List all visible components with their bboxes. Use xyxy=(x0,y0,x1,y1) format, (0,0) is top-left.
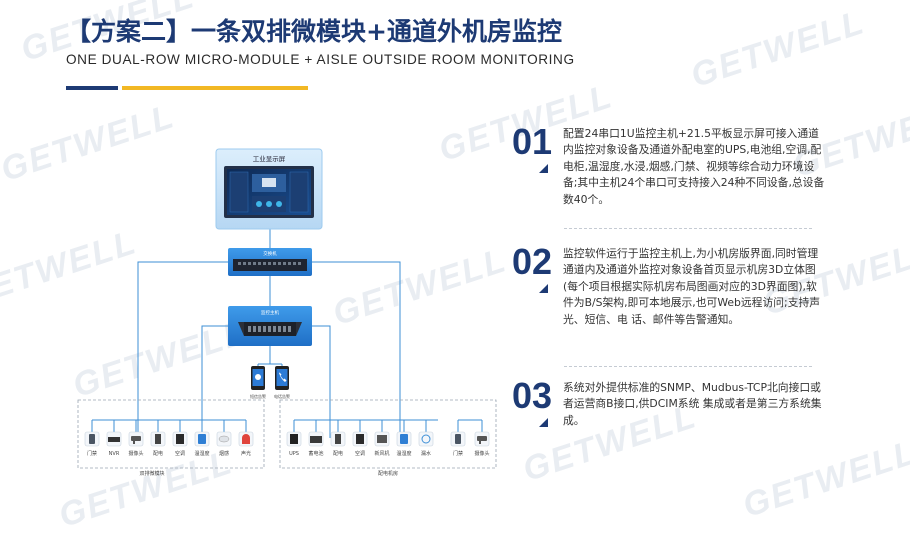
separator xyxy=(564,228,812,229)
svg-text:新风机: 新风机 xyxy=(374,450,389,457)
device-access-control-room: 门禁 xyxy=(450,431,466,457)
device-camera: 摄像头 xyxy=(128,431,144,457)
svg-text:配电: 配电 xyxy=(153,450,163,457)
dual-row-module-label: 双排微模块 xyxy=(139,470,164,477)
svg-text:门禁: 门禁 xyxy=(87,450,97,457)
device-battery: 蓄电池 xyxy=(308,431,324,457)
dual-row-module-group xyxy=(77,399,265,469)
device-camera-room: 摄像头 xyxy=(474,431,490,457)
phone-alarm-label: 电话告警 xyxy=(274,393,290,399)
svg-text:空调: 空调 xyxy=(355,450,365,457)
device-fresh-air-unit: 新风机 xyxy=(374,431,390,457)
device-water-leak-sensor: 漏水 xyxy=(418,431,434,457)
svg-text:NVR: NVR xyxy=(109,451,120,457)
svg-text:UPS: UPS xyxy=(289,451,299,457)
point-number: 03 xyxy=(512,375,553,416)
svg-text:烟感: 烟感 xyxy=(219,450,229,457)
triangle-marker-icon xyxy=(539,284,548,293)
point-text: 系统对外提供标准的SNMP、Mudbus-TCP北向接口或者运营商B接口,供DC… xyxy=(563,381,822,427)
device-air-conditioner-room: 空调 xyxy=(352,431,368,457)
device-smoke-detector: 烟感 xyxy=(216,431,232,457)
svg-text:配电: 配电 xyxy=(333,450,343,457)
device-temperature-humidity: 温湿度 xyxy=(194,431,210,457)
device-nvr: NVR xyxy=(106,431,122,457)
device-ups: UPS xyxy=(286,431,302,457)
svg-text:漏水: 漏水 xyxy=(421,450,431,457)
page-subtitle: ONE DUAL-ROW MICRO-MODULE + AISLE OUTSID… xyxy=(66,52,575,67)
device-sound-light-alarm: 声光 xyxy=(238,431,254,457)
display-label: 工业显示屏 xyxy=(253,154,286,163)
point-number: 01 xyxy=(512,121,553,162)
network-switch: 交换机 xyxy=(228,248,312,276)
point-text: 配置24串口1U监控主机+21.5平板显示屏可接入通道内监控对象设备及通道外配电… xyxy=(563,127,825,206)
phone-alarm-phone: 电话告警 xyxy=(274,366,290,399)
svg-text:摄像头: 摄像头 xyxy=(474,450,489,457)
switch-label: 交换机 xyxy=(263,250,277,257)
svg-text:门禁: 门禁 xyxy=(453,450,463,457)
svg-text:温湿度: 温湿度 xyxy=(194,450,209,457)
device-temperature-humidity-room: 温湿度 xyxy=(396,431,412,457)
point-number: 02 xyxy=(512,241,553,282)
power-room-label: 配电机房 xyxy=(378,470,398,477)
topology-diagram: 工业显示屏 交换机 监控主机 xyxy=(77,148,497,477)
device-access-control: 门禁 xyxy=(84,431,100,457)
power-room-group xyxy=(279,399,497,469)
monitoring-host: 监控主机 xyxy=(228,306,312,346)
svg-text:蓄电池: 蓄电池 xyxy=(308,450,323,457)
host-label: 监控主机 xyxy=(261,309,279,316)
triangle-marker-icon xyxy=(539,164,548,173)
svg-text:空调: 空调 xyxy=(175,450,185,457)
svg-text:声光: 声光 xyxy=(241,450,251,457)
page-title: 【方案二】一条双排微模块+通道外机房监控 xyxy=(66,17,562,46)
svg-text:摄像头: 摄像头 xyxy=(128,450,143,457)
device-power-distribution: 配电 xyxy=(150,431,166,457)
title-underline-gold xyxy=(122,86,308,90)
device-power-distribution-room: 配电 xyxy=(330,431,346,457)
sms-alarm-label: 短信告警 xyxy=(250,393,266,399)
triangle-marker-icon xyxy=(539,418,548,427)
title-underline-navy xyxy=(66,86,118,90)
separator xyxy=(564,366,812,367)
device-air-conditioner: 空调 xyxy=(172,431,188,457)
connection-lines xyxy=(91,228,483,438)
sms-alarm-phone: 短信告警 xyxy=(250,366,266,399)
svg-text:温湿度: 温湿度 xyxy=(396,450,411,457)
point-text: 监控软件运行于监控主机上,为小机房版界面,同时管理通道内及通道外监控对象设备首页… xyxy=(563,247,821,326)
industrial-display-monitor: 工业显示屏 xyxy=(215,148,323,230)
